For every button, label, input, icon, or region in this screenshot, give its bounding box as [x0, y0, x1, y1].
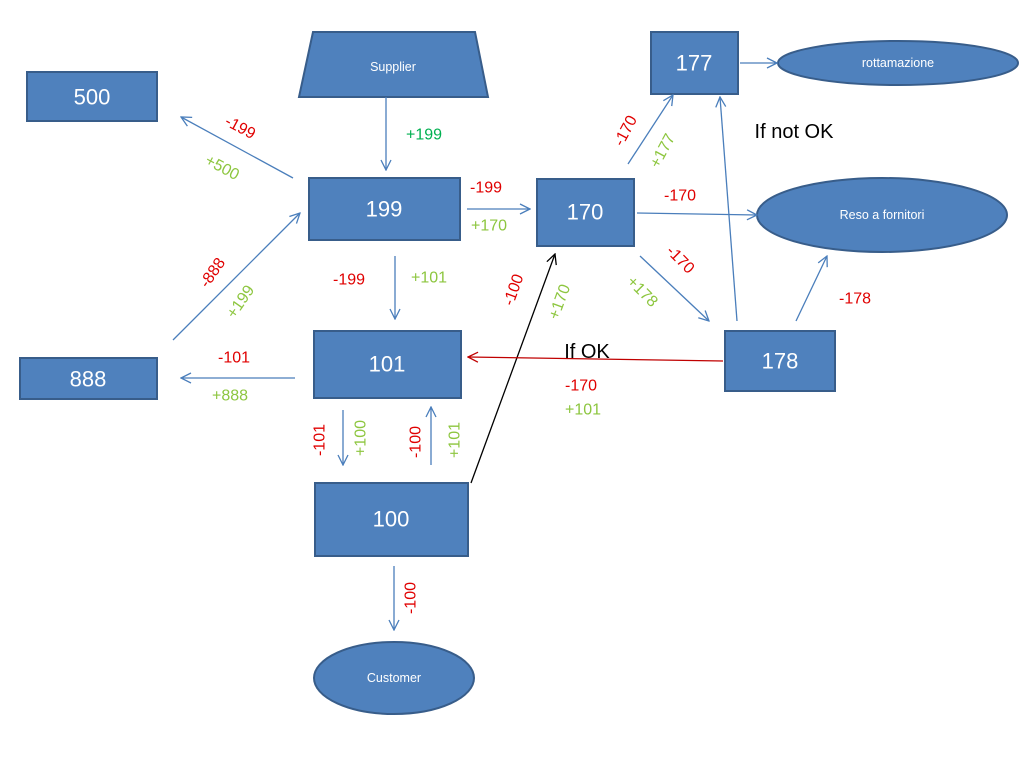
arrow-178-to-177 — [720, 97, 738, 322]
flow-supplier-199-plus-label: +199 — [406, 127, 442, 144]
node-170: 170 — [536, 178, 635, 247]
node-supplier: Supplier — [297, 31, 490, 98]
flow-100-customer-minus-label: -100 — [403, 582, 420, 614]
flow-101-888-plus-label: +888 — [212, 388, 248, 405]
node-177-label: 177 — [676, 51, 713, 76]
node-178-label: 178 — [762, 349, 799, 374]
node-888: 888 — [19, 357, 158, 400]
flow-101-100-plus-label: +100 — [353, 420, 370, 456]
node-500-box — [26, 71, 158, 122]
node-199-label: 199 — [366, 197, 403, 222]
node-reso-a-fornitori: Reso a fornitori — [756, 177, 1008, 253]
flow-100-170-minus-label: -100 — [501, 272, 528, 308]
flow-199-500-minus-label: -199 — [222, 113, 258, 143]
node-500: 500 — [26, 71, 158, 122]
supplier-shape — [297, 31, 490, 98]
supplier-label: Supplier — [370, 60, 416, 74]
arrow-199-to-500 — [181, 117, 294, 179]
node-101-label: 101 — [369, 352, 406, 377]
node-100-box — [314, 482, 469, 557]
node-178-box — [724, 330, 836, 392]
node-199: 199 — [308, 177, 461, 241]
customer-shape — [313, 641, 475, 715]
flow-199-101-plus-label: +101 — [411, 270, 447, 287]
flow-178-reso-minus-label: -178 — [839, 291, 871, 308]
node-customer: Customer — [313, 641, 475, 715]
node-888-label: 888 — [70, 367, 107, 392]
flow-199-170-minus-label: -199 — [470, 180, 502, 197]
flow-199-170-plus-label: +170 — [471, 218, 507, 235]
arrow-100-to-170 — [470, 254, 555, 484]
arrow-170-to-reso — [636, 213, 757, 215]
node-101-box — [313, 330, 462, 399]
arrow-170-to-178 — [639, 255, 709, 321]
flow-888-199-minus-label: -888 — [197, 255, 229, 291]
flow-888-199-plus-label: +199 — [224, 282, 259, 321]
flow-170-177-minus-label: -170 — [611, 113, 641, 149]
arrow-178-to-101 — [468, 357, 724, 361]
node-199-box — [308, 177, 461, 241]
flow-199-500-plus-label: +500 — [202, 152, 242, 184]
node-100: 100 — [314, 482, 469, 557]
node-rottamazione: rottamazione — [777, 40, 1019, 86]
flow-199-101-minus-label: -199 — [333, 272, 365, 289]
flow-100-101-plus-label: +101 — [447, 422, 464, 458]
flow-178-101-minus-label: -170 — [565, 378, 597, 395]
flow-101-888-minus-label: -101 — [218, 350, 250, 367]
node-888-box — [19, 357, 158, 400]
flow-178-101-plus-label: +101 — [565, 402, 601, 419]
node-101: 101 — [313, 330, 462, 399]
flow-100-101-minus-label: -100 — [408, 426, 425, 458]
reso-a-fornitori-label: Reso a fornitori — [840, 208, 925, 222]
rottamazione-shape — [777, 40, 1019, 86]
flow-178-177-condition-label: If not OK — [755, 121, 835, 143]
flow-101-100-minus-label: -101 — [312, 424, 329, 456]
node-177: 177 — [650, 31, 739, 95]
node-170-box — [536, 178, 635, 247]
rottamazione-label: rottamazione — [862, 56, 934, 70]
node-178: 178 — [724, 330, 836, 392]
node-170-label: 170 — [567, 200, 604, 225]
customer-label: Customer — [367, 671, 421, 685]
flow-170-177-plus-label: +177 — [647, 131, 679, 171]
flow-170-178-plus-label: +178 — [623, 273, 661, 311]
arrow-888-to-199 — [172, 213, 300, 341]
flow-170-reso-minus-label: -170 — [664, 188, 696, 205]
flow-100-170-plus-label: +170 — [546, 282, 574, 322]
arrow-178-to-reso — [795, 256, 827, 322]
flow-178-101-condition-label: If OK — [564, 341, 610, 363]
flow-170-178-minus-label: -170 — [663, 243, 698, 278]
arrow-170-to-177 — [627, 95, 673, 165]
node-100-label: 100 — [373, 507, 410, 532]
node-500-label: 500 — [74, 85, 111, 110]
node-177-box — [650, 31, 739, 95]
